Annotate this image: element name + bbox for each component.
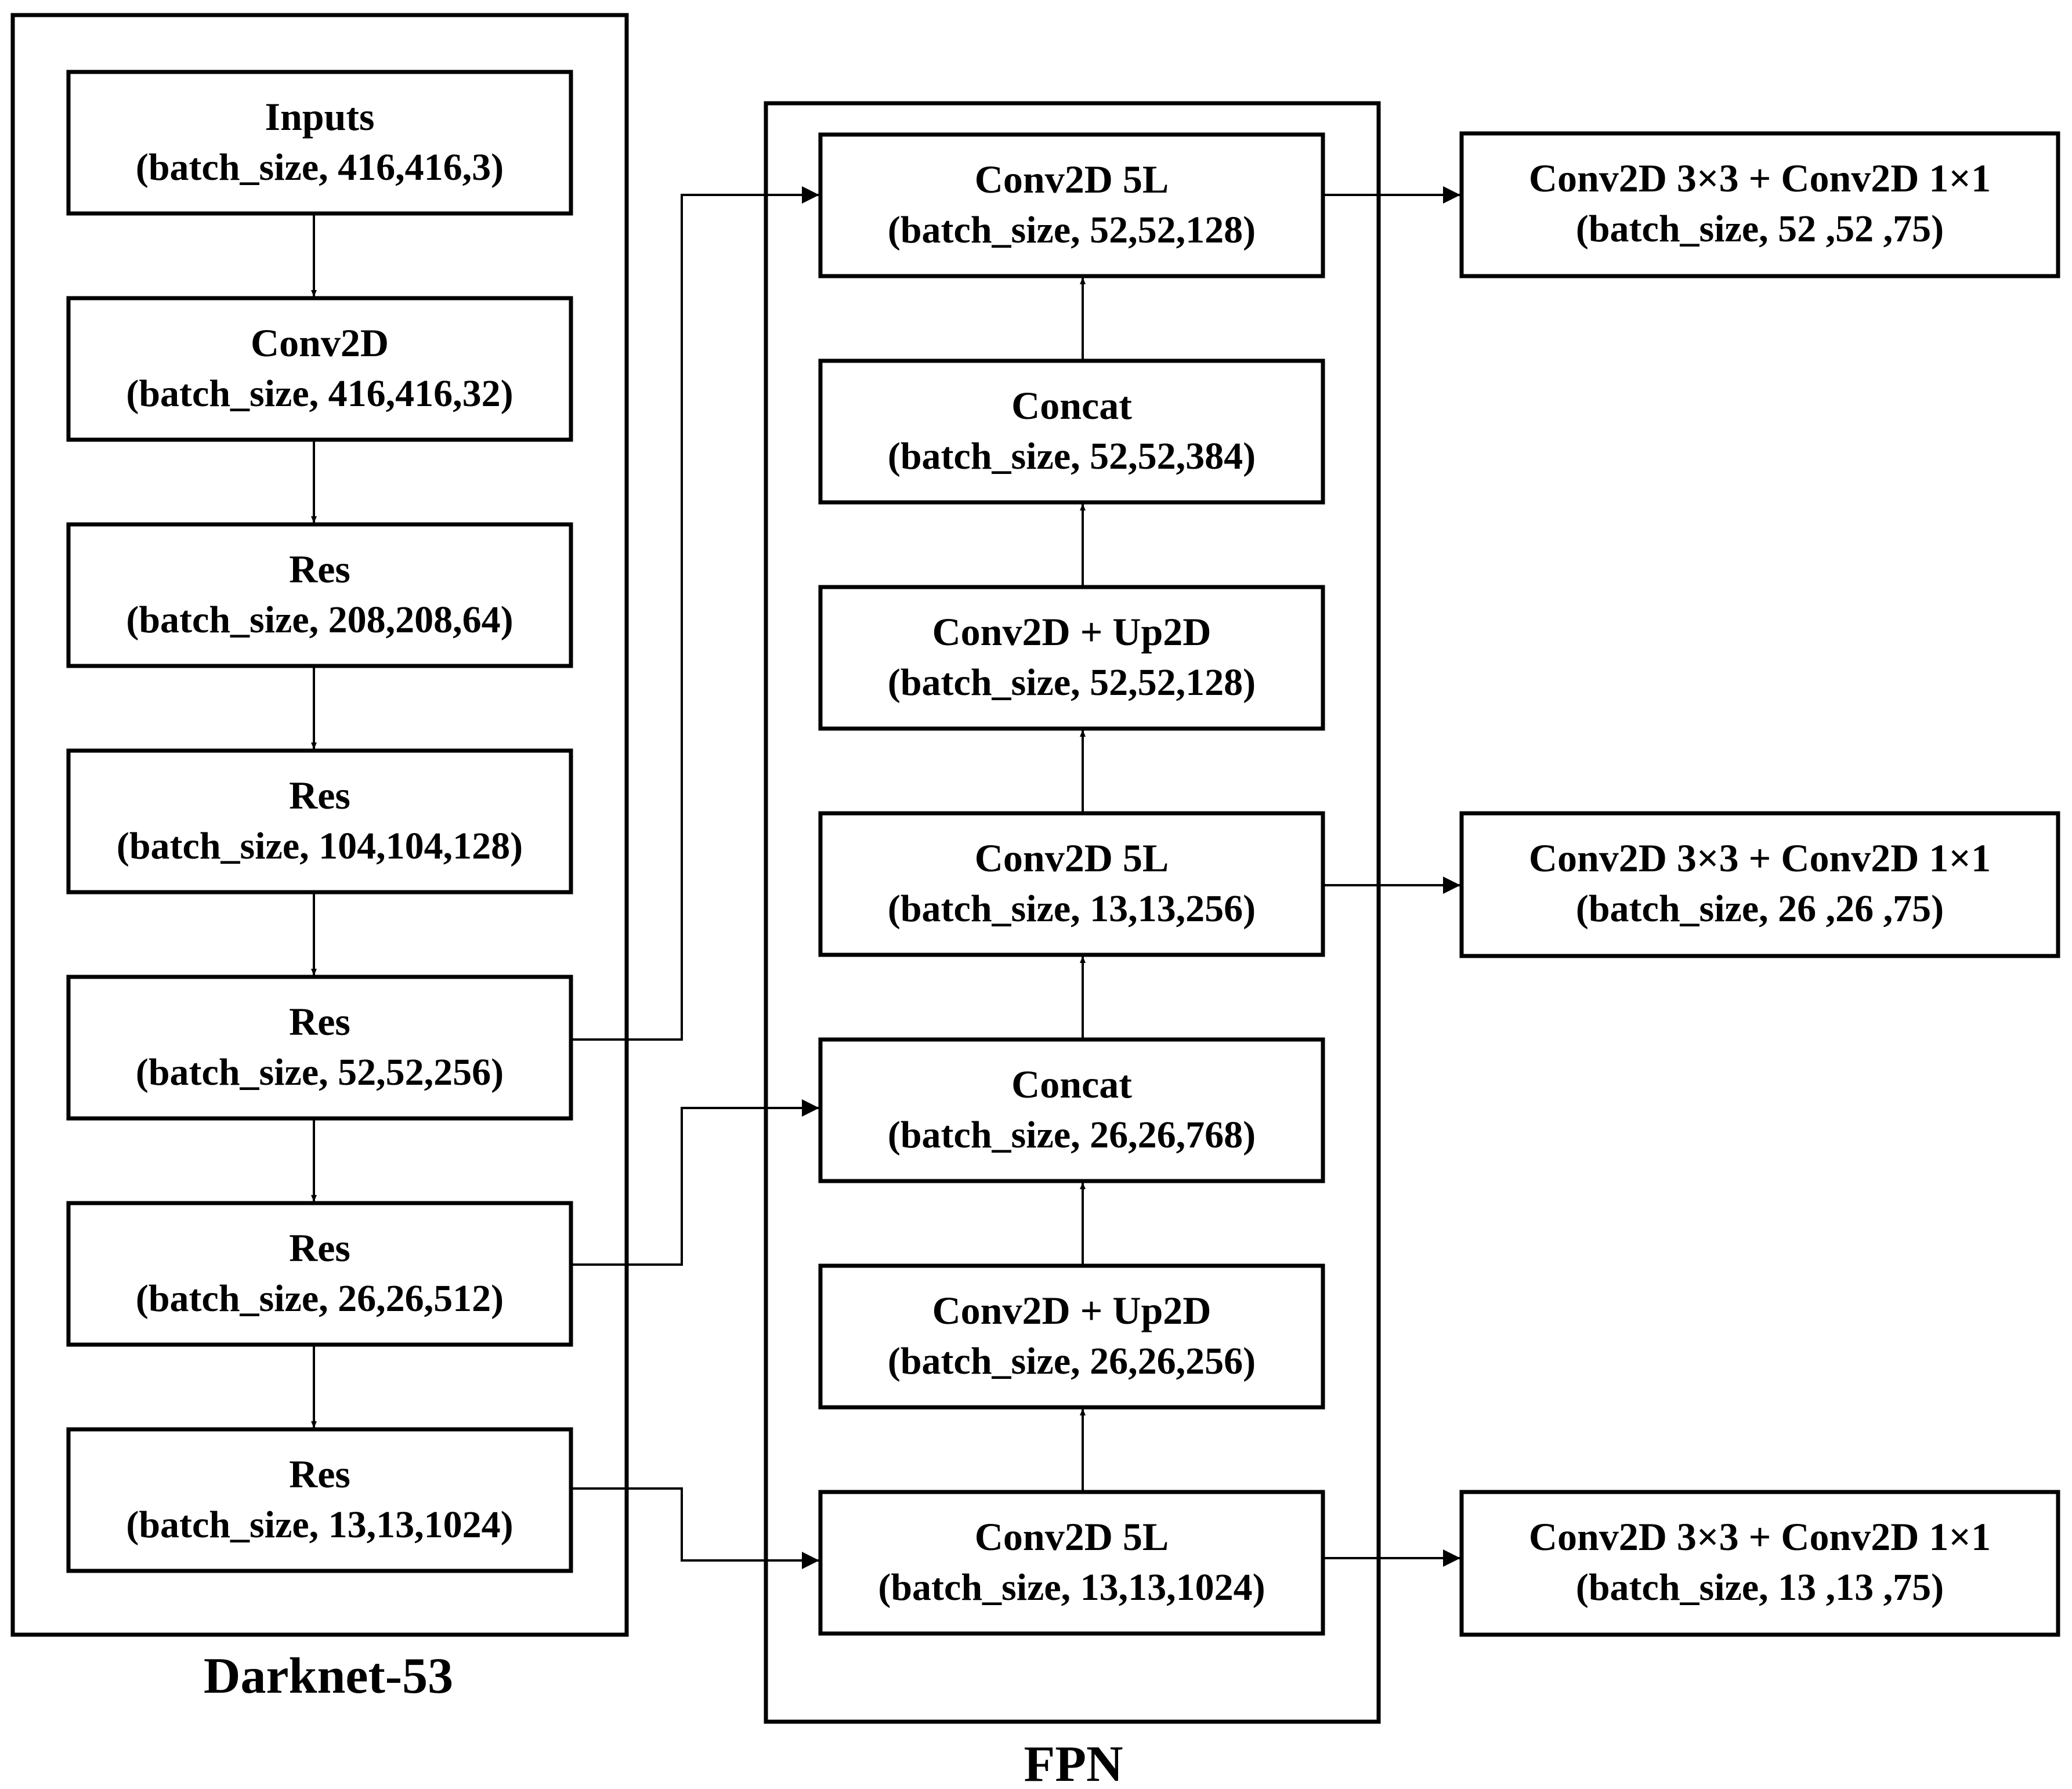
block-title: Concat (1011, 383, 1132, 428)
block-title: Res (289, 1452, 350, 1496)
block-title: Conv2D 3×3 + Conv2D 1×1 (1529, 156, 1991, 200)
fpn-frame (764, 101, 1381, 1724)
block-title: Conv2D 5L (975, 1515, 1169, 1559)
block-shape: (batch_size, 13 ,13 ,75) (1576, 1566, 1944, 1609)
block-shape: (batch_size, 52 ,52 ,75) (1576, 208, 1944, 250)
darknet-block-res-104: Res (batch_size, 104,104,128) (66, 748, 573, 895)
block-shape: (batch_size, 416,416,3) (136, 146, 504, 189)
darknet-block-res-13: Res (batch_size, 13,13,1024) (66, 1427, 573, 1573)
block-title: Conv2D 5L (975, 157, 1169, 201)
head-block-52: Conv2D 3×3 + Conv2D 1×1 (batch_size, 52 … (1459, 131, 2060, 278)
fpn-block-conv2d-5l-13-1024: Conv2D 5L (batch_size, 13,13,1024) (818, 1490, 1325, 1636)
darknet-block-res-26: Res (batch_size, 26,26,512) (66, 1201, 573, 1347)
block-shape: (batch_size, 104,104,128) (117, 825, 523, 867)
connector-res13-to-conv5l (572, 1487, 819, 1569)
block-shape: (batch_size, 26,26,768) (888, 1114, 1256, 1156)
block-title: Inputs (265, 95, 374, 139)
backbone-to-fpn-connectors (572, 186, 819, 1569)
darknet-frame (10, 13, 629, 1637)
block-shape: (batch_size, 26 ,26 ,75) (1576, 888, 1944, 930)
block-title: Concat (1011, 1062, 1132, 1106)
block-shape: (batch_size, 13,13,256) (888, 888, 1256, 930)
block-shape: (batch_size, 52,52,128) (888, 661, 1256, 704)
head-block-26: Conv2D 3×3 + Conv2D 1×1 (batch_size, 26 … (1459, 811, 2060, 958)
block-title: Conv2D + Up2D (932, 610, 1212, 654)
fpn-block-concat-26: Concat (batch_size, 26,26,768) (818, 1037, 1325, 1183)
fpn-caption: FPN (1024, 1736, 1123, 1789)
darknet-block-res-52: Res (batch_size, 52,52,256) (66, 975, 573, 1121)
fpn-block-conv2d-5l-13-256: Conv2D 5L (batch_size, 13,13,256) (818, 811, 1325, 957)
block-title: Conv2D 5L (975, 836, 1169, 880)
connector-res52-to-conv5l (572, 186, 819, 1041)
fpn-block-concat-52: Concat (batch_size, 52,52,384) (818, 358, 1325, 505)
fpn-to-head-connectors (1324, 186, 1460, 1567)
darknet-block-res-208: Res (batch_size, 208,208,64) (66, 522, 573, 668)
block-title: Res (289, 1226, 350, 1270)
darknet-caption: Darknet-53 (204, 1648, 453, 1704)
block-shape: (batch_size, 13,13,1024) (878, 1566, 1265, 1609)
block-title: Conv2D + Up2D (932, 1288, 1212, 1332)
connector-res26-to-concat (572, 1099, 819, 1266)
block-title: Res (289, 999, 350, 1044)
block-title: Res (289, 547, 350, 591)
block-shape: (batch_size, 52,52,384) (888, 435, 1256, 477)
head-block-13: Conv2D 3×3 + Conv2D 1×1 (batch_size, 13 … (1459, 1490, 2060, 1637)
fpn-block-conv2d-up2d-52: Conv2D + Up2D (batch_size, 52,52,128) (818, 585, 1325, 731)
fpn-block-conv2d-5l-52: Conv2D 5L (batch_size, 52,52,128) (818, 132, 1325, 278)
block-title: Conv2D (251, 321, 389, 365)
block-shape: (batch_size, 26,26,256) (888, 1340, 1256, 1382)
block-shape: (batch_size, 52,52,256) (136, 1051, 504, 1093)
block-shape: (batch_size, 416,416,32) (126, 372, 513, 415)
block-shape: (batch_size, 26,26,512) (136, 1277, 504, 1320)
block-shape: (batch_size, 208,208,64) (126, 599, 513, 641)
fpn-block-conv2d-up2d-26: Conv2D + Up2D (batch_size, 26,26,256) (818, 1263, 1325, 1410)
darknet-block-inputs: Inputs (batch_size, 416,416,3) (66, 70, 573, 216)
block-title: Conv2D 3×3 + Conv2D 1×1 (1529, 836, 1991, 880)
block-shape: (batch_size, 13,13,1024) (126, 1504, 513, 1546)
block-shape: (batch_size, 52,52,128) (888, 209, 1256, 251)
block-title: Res (289, 773, 350, 817)
block-title: Conv2D 3×3 + Conv2D 1×1 (1529, 1515, 1991, 1559)
darknet-block-conv2d: Conv2D (batch_size, 416,416,32) (66, 296, 573, 442)
